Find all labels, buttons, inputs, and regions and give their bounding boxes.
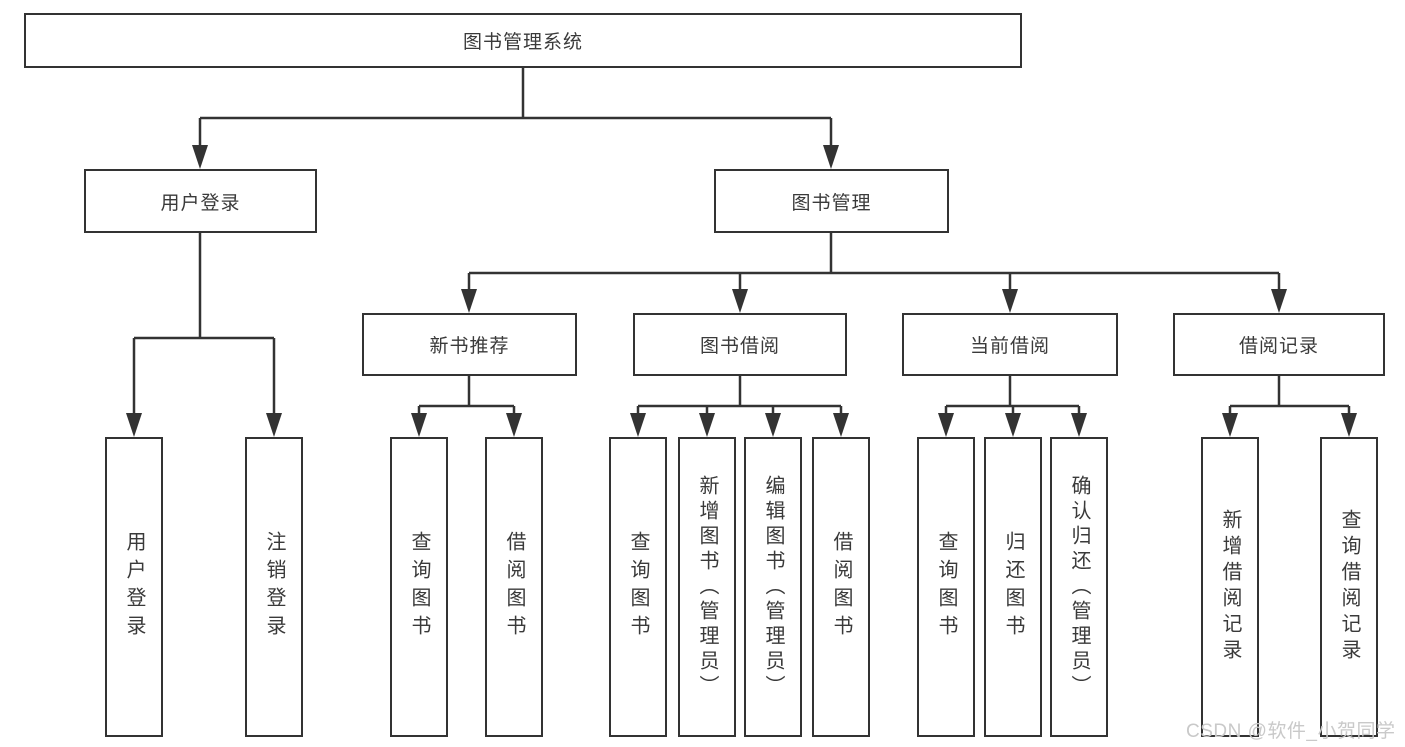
arrowhead bbox=[938, 413, 954, 437]
node-book-borrowing: 图书借阅 bbox=[633, 313, 847, 376]
node-leaf-cb-return-books: 归还图书 bbox=[984, 437, 1042, 737]
node-leaf-bb-borrow-books: 借阅图书 bbox=[812, 437, 870, 737]
arrowhead bbox=[461, 289, 477, 313]
connector-root-to-level2 bbox=[198, 68, 833, 165]
node-leaf-br-query-record: 查询借阅记录 bbox=[1320, 437, 1378, 737]
arrowhead bbox=[506, 413, 522, 437]
arrowhead bbox=[1071, 413, 1087, 437]
node-leaf-nb-query-books: 查询图书 bbox=[390, 437, 448, 737]
arrowhead bbox=[765, 413, 781, 437]
arrowhead bbox=[1341, 413, 1357, 437]
node-library-management-system: 图书管理系统 bbox=[24, 13, 1022, 68]
node-leaf-br-add-record: 新增借阅记录 bbox=[1201, 437, 1259, 737]
arrowhead bbox=[266, 413, 282, 437]
node-borrowing-records: 借阅记录 bbox=[1173, 313, 1385, 376]
node-current-borrowing: 当前借阅 bbox=[902, 313, 1118, 376]
node-leaf-nb-borrow-books: 借阅图书 bbox=[485, 437, 543, 737]
arrowhead bbox=[411, 413, 427, 437]
arrowhead bbox=[630, 413, 646, 437]
node-leaf-bb-edit-books-admin: 编辑图书（管理员） bbox=[744, 437, 802, 737]
arrowhead bbox=[699, 413, 715, 437]
node-leaf-cb-query-books: 查询图书 bbox=[917, 437, 975, 737]
connector-userlogin-to-leaves bbox=[132, 233, 276, 433]
csdn-watermark: CSDN @软件_小贺同学 bbox=[1186, 721, 1396, 742]
arrowhead bbox=[823, 145, 839, 169]
node-leaf-bb-add-books-admin: 新增图书（管理员） bbox=[678, 437, 736, 737]
arrowhead bbox=[192, 145, 208, 169]
arrowhead bbox=[833, 413, 849, 437]
node-user-login-branch: 用户登录 bbox=[84, 169, 317, 233]
connector-bookborrow-to-leaves bbox=[636, 376, 843, 433]
connector-bookmgmt-to-level3 bbox=[467, 233, 1281, 309]
node-leaf-logout: 注销登录 bbox=[245, 437, 303, 737]
connector-currentborrow-to-leaves bbox=[944, 376, 1081, 433]
arrowhead bbox=[1222, 413, 1238, 437]
node-book-management: 图书管理 bbox=[714, 169, 949, 233]
arrowhead bbox=[1002, 289, 1018, 313]
node-leaf-user-login: 用户登录 bbox=[105, 437, 163, 737]
node-leaf-bb-query-books: 查询图书 bbox=[609, 437, 667, 737]
arrowhead bbox=[1005, 413, 1021, 437]
arrowhead bbox=[732, 289, 748, 313]
connector-newbooks-to-leaves bbox=[417, 376, 516, 433]
arrowhead bbox=[1271, 289, 1287, 313]
connector-records-to-leaves bbox=[1228, 376, 1351, 433]
node-new-book-recommend: 新书推荐 bbox=[362, 313, 577, 376]
node-leaf-cb-confirm-return-admin: 确认归还（管理员） bbox=[1050, 437, 1108, 737]
arrowhead bbox=[126, 413, 142, 437]
